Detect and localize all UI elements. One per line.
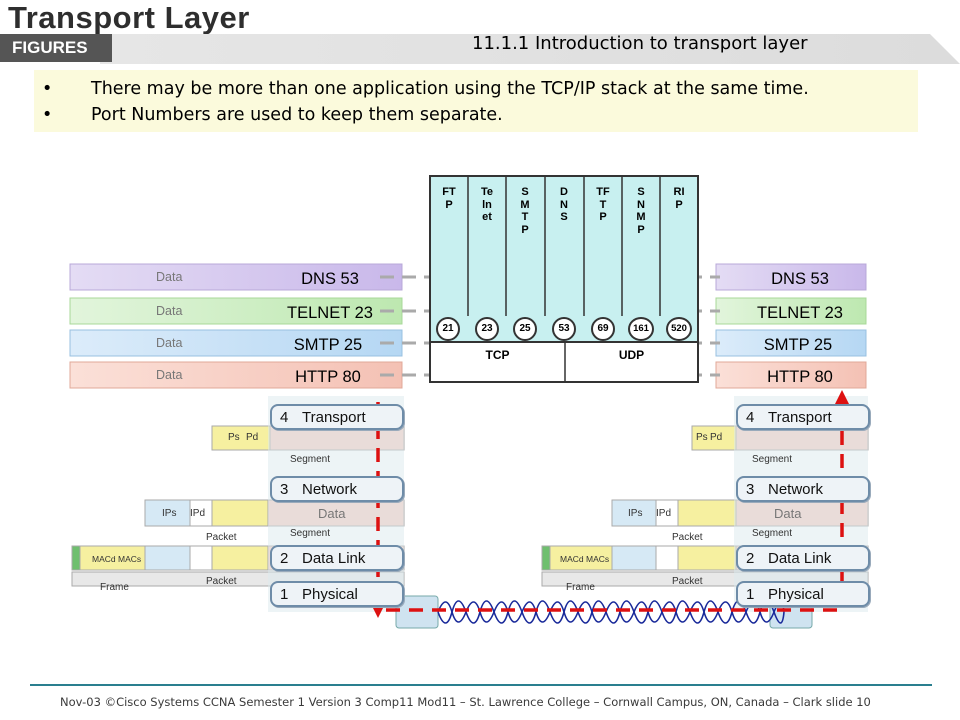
layer-transport-left: 4 Transport [270, 404, 404, 430]
app-label: SNMP [636, 186, 646, 236]
stream-data-label: Data [156, 336, 183, 350]
port-label-smtp-right: SMTP 25 [763, 336, 833, 354]
mac-source-label: MACs [586, 554, 610, 564]
layer-datalink-right: 2 Data Link [736, 545, 870, 571]
port-label-telnet-left: TELNET 23 [287, 304, 373, 322]
left-data-streams [69, 263, 403, 389]
app-label: Telnet [480, 186, 494, 223]
frame-label: Frame [566, 582, 595, 593]
layer-number: 3 [746, 481, 755, 498]
layer-name: Network [302, 481, 358, 498]
layer-name: Network [768, 481, 824, 498]
app-label: DNS [560, 186, 568, 223]
port-circle: 25 [513, 317, 537, 341]
port-source-label: Ps [696, 432, 708, 443]
port-label-telnet-right: TELNET 23 [757, 304, 843, 322]
app-label: FTP [442, 186, 456, 211]
layer-physical-right: 1 Physical [736, 581, 870, 607]
port-label-http-right: HTTP 80 [767, 368, 833, 386]
layer-datalink-left: 2 Data Link [270, 545, 404, 571]
header-stripe [100, 34, 960, 64]
bullet-dot: • [42, 79, 53, 99]
port-circle: 69 [591, 317, 615, 341]
stream-data-label: Data [156, 304, 183, 318]
port-dest-label: Pd [246, 432, 259, 443]
left-layer-column [268, 396, 404, 612]
port-label-http-left: HTTP 80 [295, 368, 361, 386]
figures-tab: FIGURES [0, 34, 112, 62]
layer-name: Transport [302, 409, 366, 426]
packet-label: Packet [672, 532, 703, 543]
layer-number: 1 [280, 586, 289, 603]
segment-label: Segment [290, 454, 331, 465]
port-circle: 520 [666, 317, 692, 341]
packet-label: Packet [206, 532, 237, 543]
port-source-label: Ps [228, 432, 240, 443]
protocol-stack [429, 175, 699, 383]
layer-name: Physical [302, 586, 358, 603]
app-label: TFTP [596, 186, 610, 223]
layer-physical-left: 1 Physical [270, 581, 404, 607]
port-dest-label: Pd [710, 432, 723, 443]
app-label: RIP [673, 186, 685, 211]
port-row: 21 23 25 53 69 161 520 [430, 316, 698, 344]
bullet-box: • There may be more than one application… [34, 70, 918, 132]
port-label-dns-right: DNS 53 [771, 270, 829, 288]
port-circle: 161 [628, 317, 654, 341]
layer-name: Physical [768, 586, 824, 603]
layer-number: 2 [746, 550, 755, 567]
udp-label: UDP [618, 348, 645, 362]
packet-label: Packet [206, 576, 237, 587]
right-data-streams [715, 263, 867, 389]
right-layer-column [734, 396, 868, 612]
tcp-label: TCP [485, 348, 510, 362]
layer-number: 4 [746, 409, 755, 426]
ip-dest-label: IPd [656, 508, 672, 519]
footer-divider [30, 684, 932, 686]
ip-dest-label: IPd [190, 508, 206, 519]
mac-source-label: MACs [118, 554, 142, 564]
frame-label: Frame [100, 582, 129, 593]
port-circle: 21 [436, 317, 460, 341]
ip-source-label: IPs [628, 508, 643, 519]
bullet-text: There may be more than one application u… [91, 79, 809, 99]
data-label: Data [318, 506, 346, 521]
layer-name: Transport [768, 409, 832, 426]
port-circle: 23 [475, 317, 499, 341]
stream-data-label: Data [156, 270, 183, 284]
segment-label: Segment [752, 528, 793, 539]
layer-number: 4 [280, 409, 289, 426]
app-label: SMTP [520, 186, 530, 236]
layer-number: 1 [746, 586, 755, 603]
layer-network-right: 3 Network [736, 476, 870, 502]
stream-data-label: Data [156, 368, 183, 382]
footer-text: Nov-03 ©Cisco Systems CCNA Semester 1 Ve… [60, 695, 871, 709]
section-subtitle: 11.1.1 Introduction to transport layer [472, 33, 808, 54]
ip-source-label: IPs [162, 508, 177, 519]
layer-transport-right: 4 Transport [736, 404, 870, 430]
layer-number: 3 [280, 481, 289, 498]
mac-dest-label: MACd [560, 554, 584, 564]
port-circle: 53 [552, 317, 576, 341]
packet-label: Packet [672, 576, 703, 587]
data-label: Data [774, 506, 802, 521]
page-title: Transport Layer [8, 0, 250, 35]
layer-network-left: 3 Network [270, 476, 404, 502]
segment-label: Segment [290, 528, 331, 539]
layer-name: Data Link [768, 550, 832, 567]
layer-number: 2 [280, 550, 289, 567]
port-label-smtp-left: SMTP 25 [293, 336, 363, 354]
layer-name: Data Link [302, 550, 366, 567]
bullet-dot: • [42, 105, 53, 125]
port-label-dns-left: DNS 53 [301, 270, 359, 288]
segment-label: Segment [752, 454, 793, 465]
stack-applications: FTP Telnet SMTP DNS TFTP SNMP RIP [430, 186, 698, 316]
bullet-text: Port Numbers are used to keep them separ… [91, 105, 503, 125]
mac-dest-label: MACd [92, 554, 116, 564]
